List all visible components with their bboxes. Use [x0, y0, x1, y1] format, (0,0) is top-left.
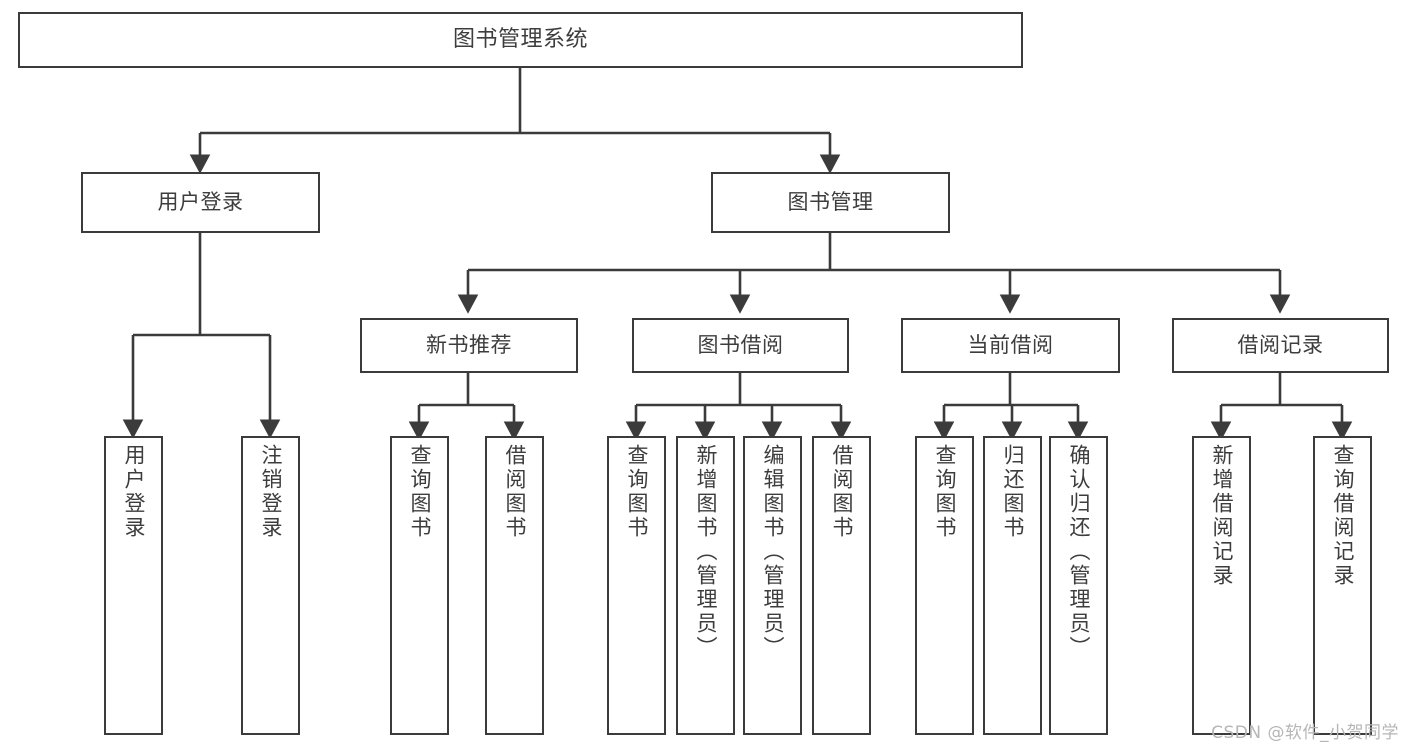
leaf-add-borrow-record[interactable]: 新增借阅记录 — [1192, 436, 1251, 735]
leaf-confirm-return-admin[interactable]: 确认归还（管理员） — [1049, 436, 1108, 735]
leaf-borrow-books[interactable]: 借阅图书 — [812, 436, 871, 735]
node-label: 查询图书 — [408, 444, 432, 540]
node-label: 编辑图书（管理员） — [761, 444, 785, 660]
node-user-login[interactable]: 用户登录 — [81, 172, 320, 233]
leaf-edit-book-admin[interactable]: 编辑图书（管理员） — [743, 436, 802, 735]
node-label: 用户登录 — [157, 190, 244, 215]
node-label: 借阅记录 — [1237, 333, 1324, 358]
leaf-query-books[interactable]: 查询图书 — [607, 436, 666, 735]
node-label: 新书推荐 — [426, 333, 512, 358]
node-root-system[interactable]: 图书管理系统 — [18, 12, 1023, 68]
node-label: 图书管理 — [787, 190, 874, 215]
node-label: 注销登录 — [259, 444, 283, 540]
node-label: 新增借阅记录 — [1210, 444, 1234, 588]
node-new-book-recommend[interactable]: 新书推荐 — [360, 318, 578, 373]
leaf-query-books-recommend[interactable]: 查询图书 — [390, 436, 449, 735]
node-book-borrow[interactable]: 图书借阅 — [632, 318, 849, 373]
node-label: 图书借阅 — [697, 333, 784, 358]
node-label: 借阅图书 — [503, 444, 527, 540]
watermark: CSDN @软件_小贺同学 — [1211, 723, 1399, 743]
leaf-user-login[interactable]: 用户登录 — [104, 436, 163, 735]
node-label: 归还图书 — [1001, 444, 1025, 540]
leaf-return-books[interactable]: 归还图书 — [983, 436, 1042, 735]
node-label: 当前借阅 — [967, 333, 1054, 358]
leaf-logout[interactable]: 注销登录 — [241, 436, 300, 735]
node-label: 查询借阅记录 — [1331, 444, 1355, 588]
node-label: 用户登录 — [122, 444, 146, 540]
leaf-query-borrow-record[interactable]: 查询借阅记录 — [1313, 436, 1372, 735]
node-label: 图书管理系统 — [452, 27, 588, 53]
node-label: 确认归还（管理员） — [1067, 444, 1091, 660]
node-label: 借阅图书 — [830, 444, 854, 540]
node-label: 查询图书 — [625, 444, 649, 540]
node-label: 新增图书（管理员） — [694, 444, 718, 660]
node-book-management[interactable]: 图书管理 — [711, 172, 950, 233]
leaf-borrow-books-recommend[interactable]: 借阅图书 — [485, 436, 544, 735]
leaf-query-books-current[interactable]: 查询图书 — [915, 436, 974, 735]
node-label: 查询图书 — [933, 444, 957, 540]
node-current-borrow[interactable]: 当前借阅 — [901, 318, 1120, 373]
leaf-add-book-admin[interactable]: 新增图书（管理员） — [676, 436, 735, 735]
node-borrow-records[interactable]: 借阅记录 — [1172, 318, 1389, 373]
